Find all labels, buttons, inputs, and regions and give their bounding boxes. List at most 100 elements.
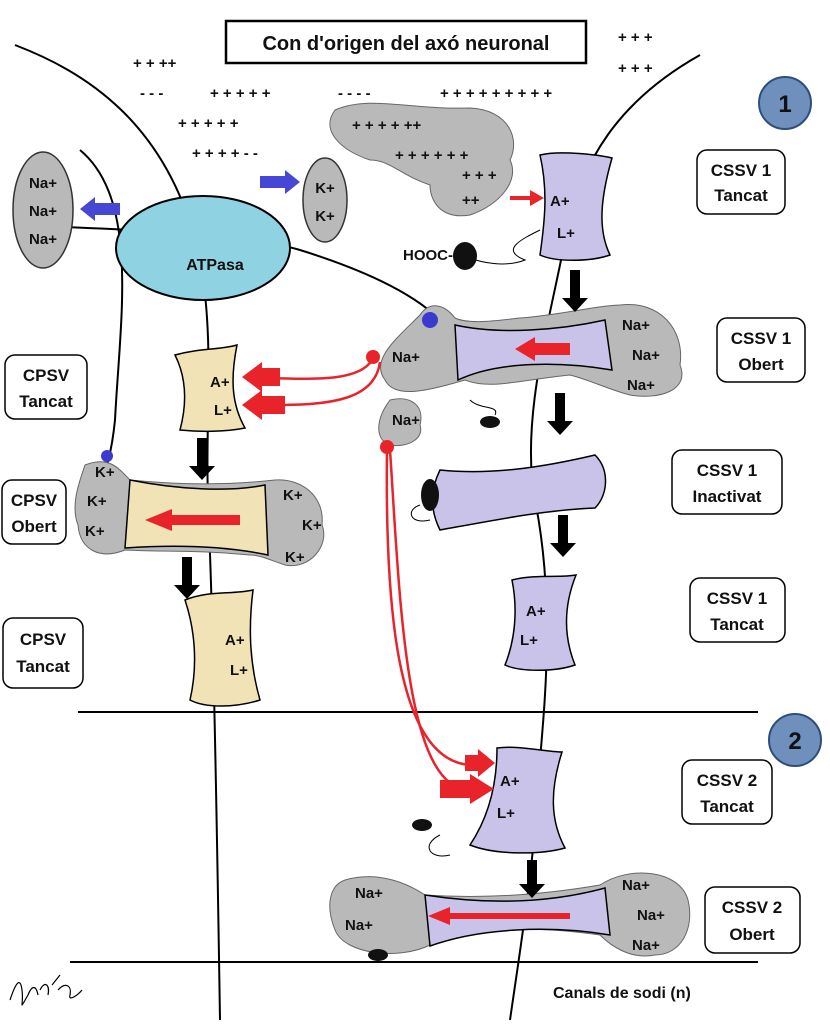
label-cpsv-closed: CPSV Tancat	[4, 354, 88, 420]
svg-text:Na+: Na+	[622, 877, 650, 894]
label-cpsv-open: CPSV Obert	[1, 479, 67, 545]
cssv1-open-channel: Na+ Na+ Na+ Na+	[379, 303, 683, 428]
svg-text:CSSV 1: CSSV 1	[731, 329, 791, 348]
charge-row: - - - -	[338, 85, 370, 102]
title-box: Con d'origen del axó neuronal	[224, 19, 588, 65]
step-badge-1: 1	[758, 76, 812, 130]
label-cpsv-closed-b: CPSV Tancat	[2, 617, 84, 689]
state-labels: CSSV 1 Tancat CSSV 1 Obert CSSV 1 Inacti…	[1, 149, 806, 954]
svg-text:L+: L+	[497, 805, 515, 822]
cssv2-open-channel: Na+ Na+ Na+ Na+ Na+	[329, 872, 691, 961]
svg-text:Na+: Na+	[29, 175, 57, 192]
charge-row: + + + + +	[178, 115, 239, 132]
k-in-cluster: K+ K+	[302, 157, 348, 243]
svg-text:K+: K+	[285, 549, 305, 566]
cpsv-closed-channel: A+ L+	[173, 343, 247, 433]
footer-caption: Canals de sodi (n)	[553, 985, 691, 1002]
svg-text:K+: K+	[87, 493, 107, 510]
charge-row: + + + + + + + + +	[440, 85, 552, 102]
svg-text:K+: K+	[95, 464, 115, 481]
label-cssv2-closed: CSSV 2 Tancat	[681, 759, 773, 825]
cssv1-closed-channel: A+ L+ HOOC-	[403, 152, 613, 270]
charge-row: + + +	[618, 60, 653, 77]
svg-text:L+: L+	[557, 225, 575, 242]
svg-text:L+: L+	[214, 402, 232, 419]
left-membrane-2	[79, 149, 124, 501]
svg-text:Tancat: Tancat	[19, 392, 73, 411]
svg-text:A+: A+	[225, 632, 245, 649]
svg-text:Tancat: Tancat	[700, 797, 754, 816]
svg-text:Tancat: Tancat	[16, 657, 70, 676]
svg-text:Na+: Na+	[622, 317, 650, 334]
svg-text:Na+: Na+	[632, 347, 660, 364]
svg-text:CPSV: CPSV	[23, 366, 70, 385]
na-cloud-lower: Na+	[378, 398, 422, 447]
charge-row: ++	[462, 192, 480, 209]
red-arrowheads	[242, 350, 495, 804]
step-badge-2: 2	[768, 713, 822, 767]
svg-text:CPSV: CPSV	[11, 491, 58, 510]
svg-text:1: 1	[778, 91, 791, 118]
svg-text:Na+: Na+	[392, 412, 420, 429]
charge-cloud: + + + + ++ + + + + + + + + + ++	[329, 102, 515, 217]
diagram-title: Con d'origen del axó neuronal	[262, 33, 549, 55]
svg-text:A+: A+	[526, 603, 546, 620]
svg-text:Obert: Obert	[729, 925, 775, 944]
svg-text:Obert: Obert	[738, 355, 784, 374]
svg-text:ATPasa: ATPasa	[186, 257, 244, 274]
svg-text:HOOC-: HOOC-	[403, 247, 453, 264]
svg-text:CSSV 2: CSSV 2	[722, 898, 782, 917]
label-cssv1-inactive: CSSV 1 Inactivat	[671, 449, 783, 515]
label-cssv1-closed-b: CSSV 1 Tancat	[689, 577, 786, 643]
signature	[9, 974, 83, 1006]
svg-text:K+: K+	[302, 517, 322, 534]
svg-text:L+: L+	[230, 662, 248, 679]
svg-text:CSSV 1: CSSV 1	[711, 161, 771, 180]
svg-text:K+: K+	[315, 208, 335, 225]
svg-text:CSSV 2: CSSV 2	[697, 771, 757, 790]
svg-text:Na+: Na+	[355, 885, 383, 902]
charge-row: + + + + + +	[395, 147, 469, 164]
svg-text:K+: K+	[85, 523, 105, 540]
charge-row: + + + + - -	[192, 145, 258, 162]
blue-arrow-left	[80, 197, 120, 221]
svg-text:CSSV 1: CSSV 1	[707, 589, 767, 608]
charge-row: - - -	[140, 85, 163, 102]
cpsv-open-channel: K+ K+ K+ K+ K+ K+	[74, 450, 325, 567]
svg-text:Inactivat: Inactivat	[693, 487, 762, 506]
svg-text:2: 2	[788, 728, 801, 755]
na-out-cluster: Na+ Na+ Na+	[12, 151, 74, 269]
svg-text:A+: A+	[500, 773, 520, 790]
svg-text:L+: L+	[520, 632, 538, 649]
svg-text:Tancat: Tancat	[714, 186, 768, 205]
cpsv-closed-channel-b: A+ L+	[184, 589, 261, 707]
svg-text:Na+: Na+	[627, 377, 655, 394]
blue-arrow-right	[260, 170, 300, 194]
svg-text:Tancat: Tancat	[710, 615, 764, 634]
svg-text:Na+: Na+	[632, 937, 660, 954]
svg-text:Na+: Na+	[29, 231, 57, 248]
svg-text:Obert: Obert	[11, 517, 57, 536]
cssv2-closed-channel: A+ L+	[412, 746, 567, 857]
charge-row: + + +	[462, 167, 497, 184]
svg-text:Na+: Na+	[392, 349, 420, 366]
svg-text:Na+: Na+	[29, 203, 57, 220]
label-cssv1-open: CSSV 1 Obert	[716, 317, 806, 383]
atpase: ATPasa	[115, 195, 291, 301]
svg-text:A+: A+	[210, 374, 230, 391]
charge-row: + + ++	[133, 55, 177, 72]
svg-text:Na+: Na+	[345, 917, 373, 934]
charge-marks: + + ++ + + + + + + - - - + + + + + - - -…	[133, 29, 653, 162]
cssv1-closed-channel-b: A+ L+	[504, 574, 578, 671]
cssv1-inactivated-channel	[410, 454, 607, 531]
black-arrows	[174, 270, 588, 898]
svg-text:Na+: Na+	[637, 907, 665, 924]
svg-text:K+: K+	[283, 487, 303, 504]
label-cssv1-closed: CSSV 1 Tancat	[696, 149, 786, 215]
svg-text:A+: A+	[550, 193, 570, 210]
svg-text:K+: K+	[315, 180, 335, 197]
label-cssv2-open: CSSV 2 Obert	[704, 886, 801, 954]
svg-text:CSSV 1: CSSV 1	[697, 461, 757, 480]
